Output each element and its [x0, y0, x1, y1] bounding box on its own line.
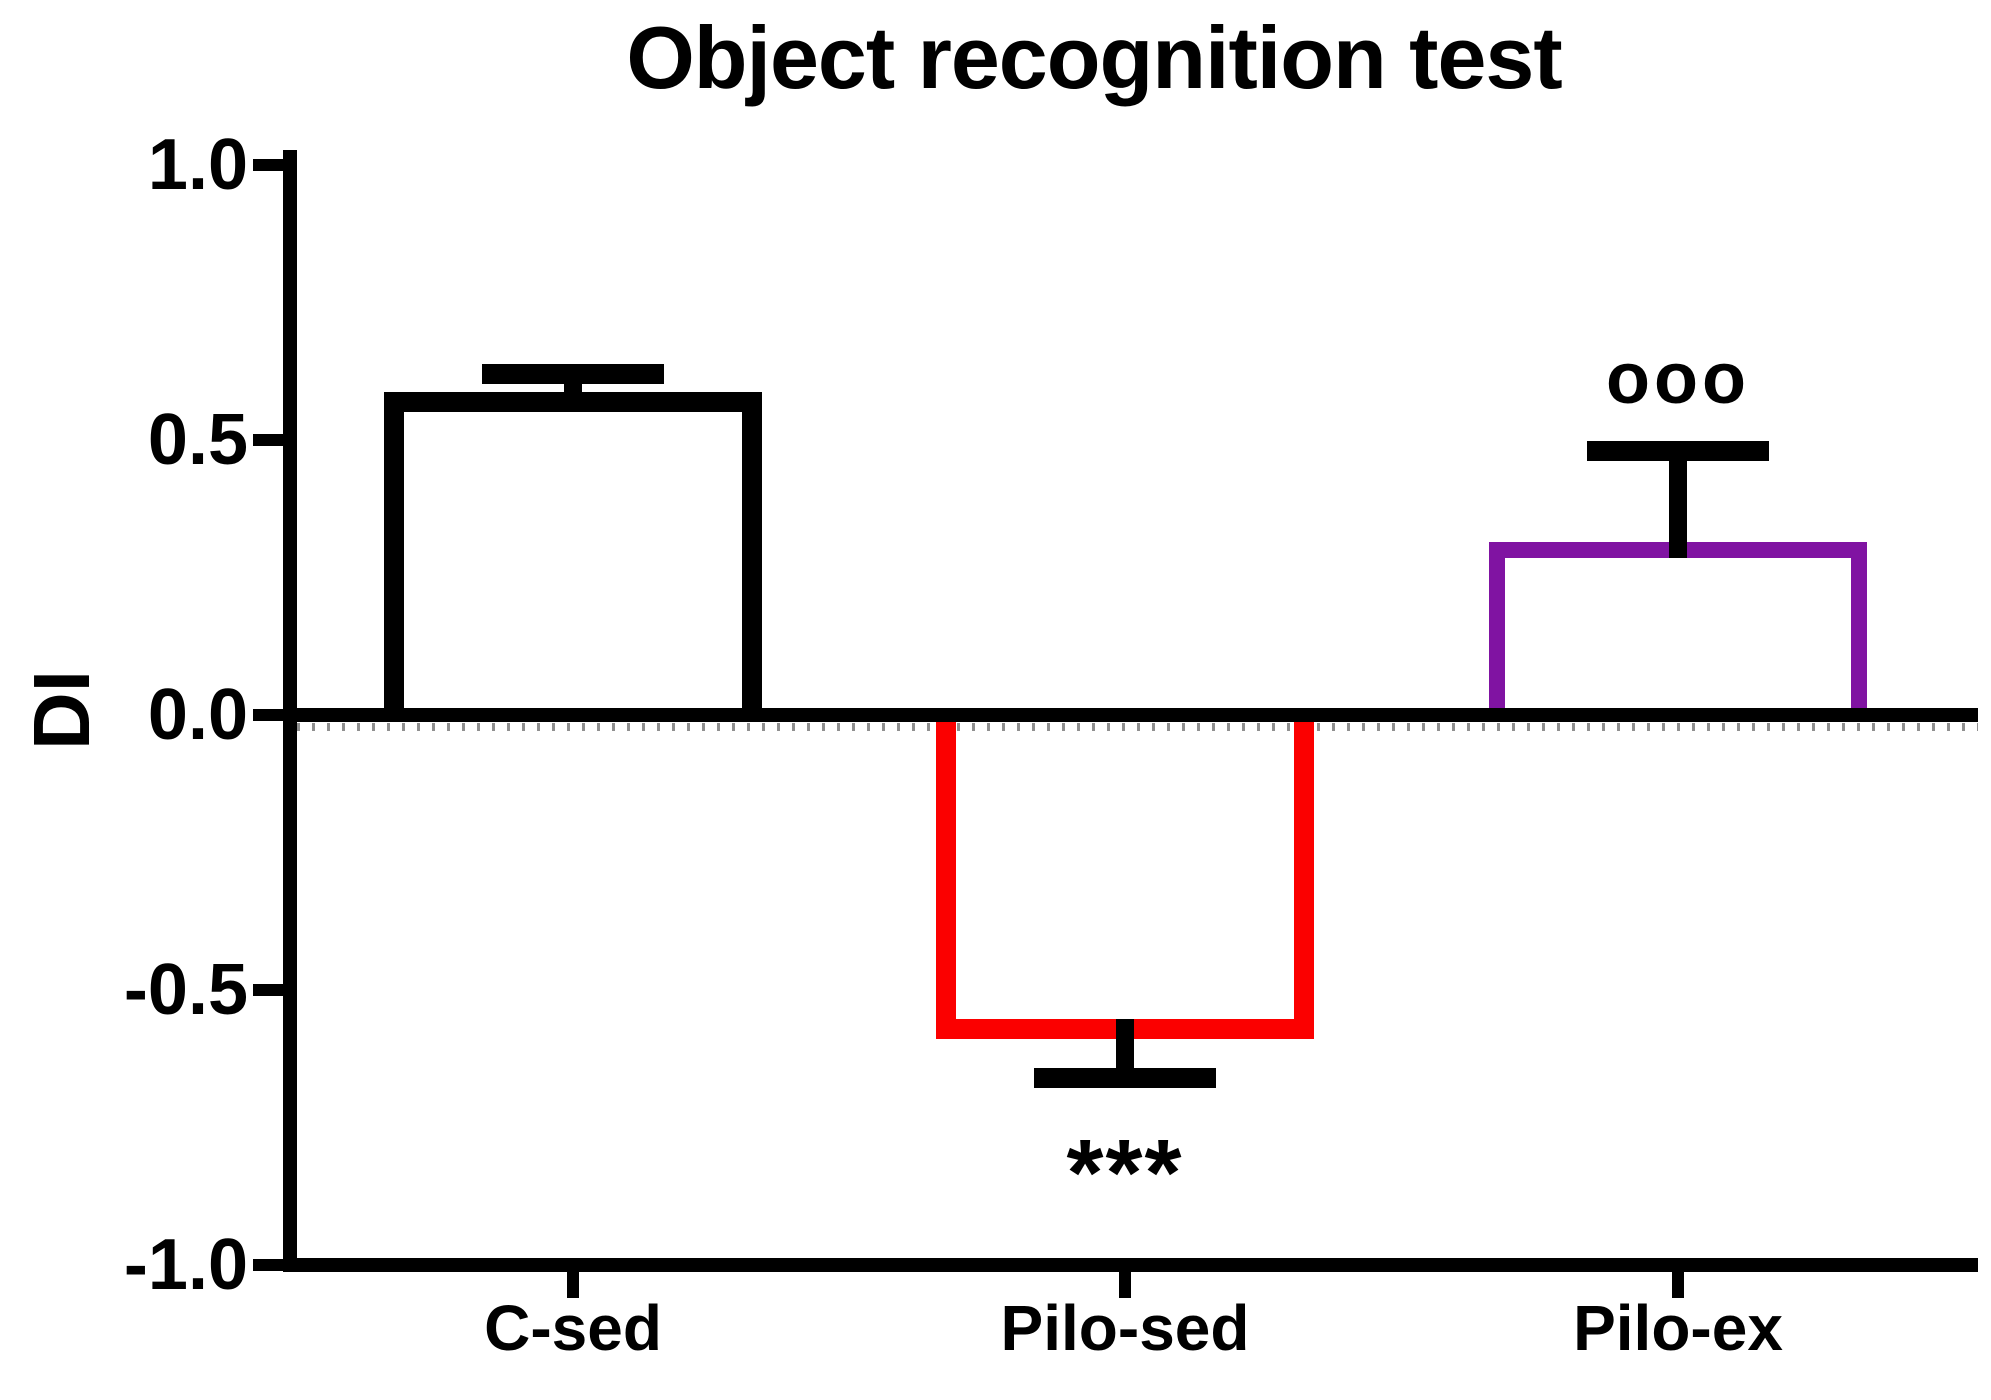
significance-Pilo-sed: ***: [1066, 1120, 1184, 1226]
error-bar-stem-Pilo-sed: [1116, 1018, 1134, 1078]
zero-line-minor-ticks: [297, 723, 1978, 731]
error-bar-cap-C-sed: [482, 364, 664, 384]
y-tick-mark--0.5: [253, 984, 283, 996]
bar-Pilo-ex: [1489, 542, 1867, 715]
bar-C-sed: [384, 391, 762, 715]
error-bar-cap-Pilo-ex: [1587, 441, 1769, 461]
y-tick-mark-0.5: [253, 434, 283, 446]
significance-Pilo-ex: ooo: [1606, 339, 1750, 419]
x-tick-label-Pilo-sed: Pilo-sed: [1000, 1292, 1250, 1364]
y-tick-mark-1.0: [253, 159, 283, 171]
error-bar-stem-Pilo-ex: [1669, 451, 1687, 558]
x-tick-label-Pilo-ex: Pilo-ex: [1573, 1292, 1783, 1364]
x-tick-mark-Pilo-ex: [1672, 1272, 1684, 1298]
y-tick-label-1.0: 1.0: [147, 125, 248, 205]
chart-title: Object recognition test: [626, 8, 1562, 107]
error-bar-cap-Pilo-sed: [1034, 1068, 1216, 1088]
x-tick-mark-C-sed: [567, 1272, 579, 1298]
y-tick-label-0.0: 0.0: [147, 675, 248, 755]
y-tick-label--1.0: -1.0: [123, 1225, 248, 1305]
zero-baseline: [283, 708, 1978, 722]
y-tick-label-0.5: 0.5: [147, 400, 248, 480]
x-tick-label-C-sed: C-sed: [484, 1292, 662, 1364]
y-tick-mark-0.0: [253, 709, 283, 721]
bar-Pilo-sed: [936, 715, 1314, 1039]
x-axis-spine: [283, 1258, 1978, 1272]
x-tick-mark-Pilo-sed: [1119, 1272, 1131, 1298]
y-tick-label--0.5: -0.5: [123, 950, 248, 1030]
y-tick-mark--1.0: [253, 1259, 283, 1271]
